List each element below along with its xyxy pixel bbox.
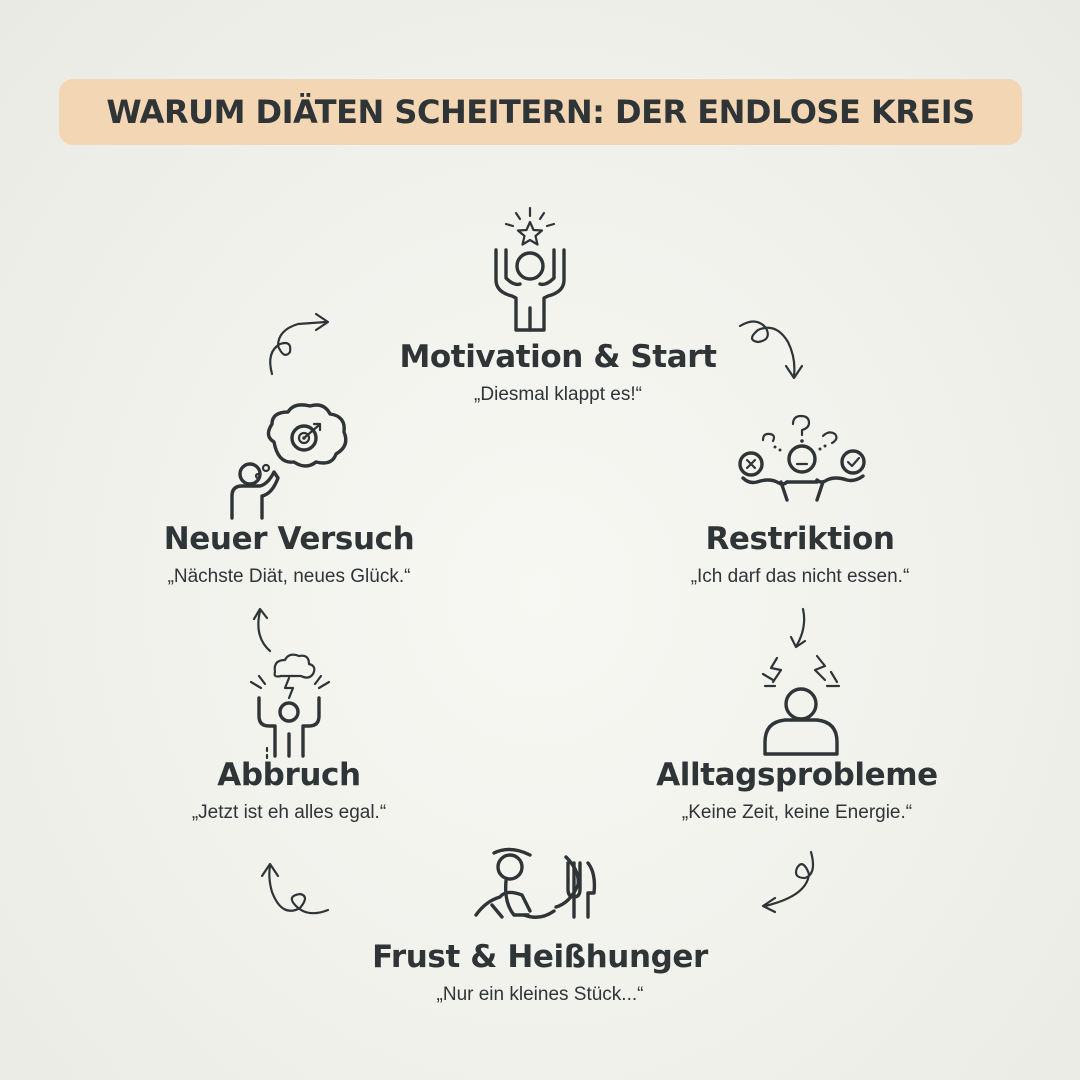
- stage-quote: „Keine Zeit, keine Energie.“: [681, 801, 913, 823]
- curved-arrow-icon: [736, 316, 811, 384]
- stage-title: Frust & Heißhunger: [372, 939, 708, 975]
- confused-person-balance-icon: [735, 410, 870, 502]
- stage-motivation: Motivation & Start „Diesmal klappt es!“: [348, 339, 768, 406]
- stage-title: Alltagsprobleme: [656, 757, 938, 793]
- sad-person-plate-icon: [470, 845, 600, 925]
- curved-arrow-icon: [755, 848, 825, 918]
- stage-frust: Frust & Heißhunger „Nur ein kleines Stüc…: [330, 939, 750, 1006]
- curved-arrow-icon: [256, 858, 334, 920]
- stage-abbruch: Abbruch „Jetzt ist eh alles egal.“: [79, 757, 499, 824]
- stage-quote: „Jetzt ist eh alles egal.“: [191, 801, 387, 823]
- stage-quote: „Diesmal klappt es!“: [474, 383, 642, 405]
- curved-arrow-icon: [787, 605, 812, 653]
- stage-neuer-versuch: Neuer Versuch „Nächste Diät, neues Glück…: [79, 521, 499, 588]
- frustrated-person-storm-icon: [245, 652, 335, 760]
- stage-quote: „Nur ein kleines Stück...“: [436, 983, 644, 1005]
- curved-arrow-icon: [250, 605, 280, 657]
- stage-quote: „Nächste Diät, neues Glück.“: [167, 565, 411, 587]
- stage-quote: „Ich darf das nicht essen.“: [690, 565, 910, 587]
- title-banner: WARUM DIÄTEN SCHEITERN: DER ENDLOSE KREI…: [59, 79, 1022, 145]
- thinking-person-target-icon: [228, 402, 353, 522]
- stage-title: Neuer Versuch: [163, 521, 415, 557]
- cheering-person-star-icon: [480, 200, 590, 335]
- curved-arrow-icon: [262, 306, 337, 378]
- stage-title: Abbruch: [217, 757, 361, 793]
- stage-title: Motivation & Start: [399, 339, 717, 375]
- stressed-person-lightning-icon: [755, 652, 850, 757]
- stage-alltagsprobleme: Alltagsprobleme „Keine Zeit, keine Energ…: [587, 757, 1007, 824]
- stage-title: Restriktion: [705, 521, 895, 557]
- stage-restriktion: Restriktion „Ich darf das nicht essen.“: [590, 521, 1010, 588]
- page-title: WARUM DIÄTEN SCHEITERN: DER ENDLOSE KREI…: [106, 93, 975, 131]
